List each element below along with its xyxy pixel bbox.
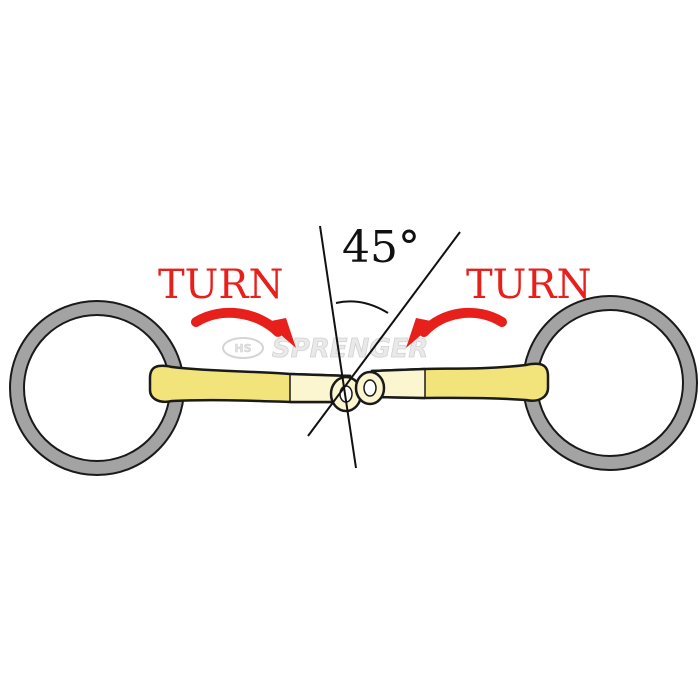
- brand-badge-text: HS: [234, 342, 251, 355]
- right-mouthpiece-arm: [370, 362, 550, 402]
- right-ring: [522, 295, 698, 471]
- brand-watermark: HS SPRENGER: [222, 334, 429, 364]
- angle-label: 45°: [342, 222, 420, 273]
- angle-lines: [307, 225, 461, 469]
- diagonal-reference-line: [307, 231, 461, 437]
- brand-name: SPRENGER: [272, 334, 428, 364]
- brand-badge: [222, 337, 264, 359]
- center-joint: [329, 370, 386, 413]
- vertical-reference-line: [319, 225, 357, 469]
- left-mouthpiece-arm: [148, 364, 352, 404]
- angle-arc: [335, 300, 389, 314]
- turn-label-left: TURN: [158, 262, 284, 308]
- turn-arrow-right-icon: [406, 307, 507, 348]
- turn-arrow-left-icon: [191, 307, 296, 348]
- turn-label-right: TURN: [466, 262, 592, 308]
